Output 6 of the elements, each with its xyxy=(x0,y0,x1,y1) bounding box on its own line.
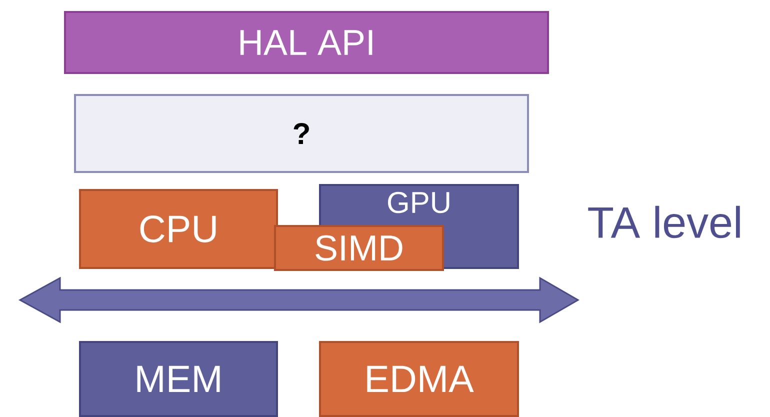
layer-box: HAL API xyxy=(64,11,549,74)
unit-box: MEM xyxy=(79,341,278,417)
level-label: TA level xyxy=(588,206,740,238)
unit-box: EDMA xyxy=(319,341,519,417)
unit-box: SIMD xyxy=(274,225,444,271)
layer-box: ? xyxy=(74,94,529,173)
